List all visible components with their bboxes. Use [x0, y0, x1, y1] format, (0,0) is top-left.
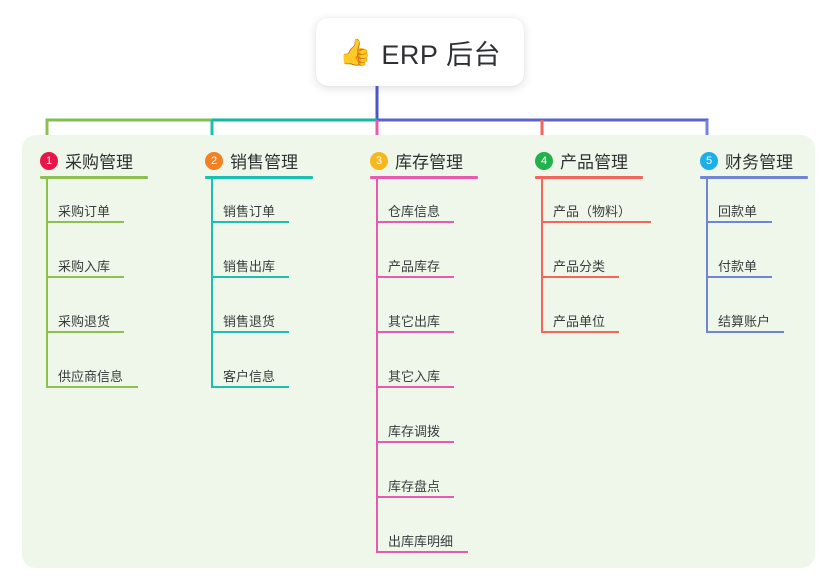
root-node-title: ERP 后台 — [381, 39, 501, 70]
column-title-2: 销售管理 — [230, 153, 298, 172]
item-label: 产品库存 — [388, 259, 441, 274]
column-spine-5 — [706, 179, 708, 331]
item-label: 仓库信息 — [388, 204, 441, 219]
thumbs-up-icon: 👍 — [339, 37, 372, 67]
column-badge-4: 4 — [535, 151, 553, 170]
item-label: 供应商信息 — [58, 369, 124, 384]
item-label: 其它出库 — [388, 314, 441, 329]
item-underline — [706, 276, 772, 278]
item-underline — [541, 276, 619, 278]
column-title-1: 采购管理 — [65, 153, 133, 172]
column-title-3: 库存管理 — [395, 153, 463, 172]
item-underline — [211, 386, 289, 388]
column-spine-1 — [46, 179, 48, 386]
item-label: 回款单 — [718, 204, 758, 219]
column-underline-4 — [535, 176, 643, 179]
item-underline — [211, 276, 289, 278]
item-label: 产品分类 — [553, 259, 606, 274]
column-badge-5: 5 — [700, 151, 718, 170]
item-label: 出库库明细 — [388, 534, 454, 549]
item-underline — [706, 221, 772, 223]
item-label: 产品（物料） — [553, 204, 632, 219]
item-underline — [376, 331, 454, 333]
column-title-4: 产品管理 — [560, 153, 628, 172]
column-header-4[interactable]: 4 产品管理 — [535, 148, 628, 173]
item-underline — [376, 496, 454, 498]
item-label: 销售退货 — [223, 314, 276, 329]
column-underline-5 — [700, 176, 808, 179]
item-label: 产品单位 — [553, 314, 606, 329]
item-underline — [376, 441, 454, 443]
column-badge-2: 2 — [205, 151, 223, 170]
item-label: 付款单 — [718, 259, 758, 274]
item-label: 客户信息 — [223, 369, 276, 384]
column-header-2[interactable]: 2 销售管理 — [205, 148, 298, 173]
item-underline — [376, 276, 454, 278]
item-underline — [46, 331, 124, 333]
item-underline — [376, 386, 454, 388]
item-label: 销售出库 — [223, 259, 276, 274]
item-underline — [706, 331, 784, 333]
item-label: 库存调拨 — [388, 424, 441, 439]
item-label: 结算账户 — [718, 314, 771, 329]
branches-panel — [22, 135, 815, 568]
column-spine-4 — [541, 179, 543, 331]
item-underline — [541, 331, 619, 333]
column-header-3[interactable]: 3 库存管理 — [370, 148, 463, 173]
column-badge-3: 3 — [370, 151, 388, 170]
item-underline — [46, 276, 124, 278]
column-spine-3 — [376, 179, 378, 551]
column-underline-1 — [40, 176, 148, 179]
column-spine-2 — [211, 179, 213, 386]
column-underline-2 — [205, 176, 313, 179]
item-underline — [211, 331, 289, 333]
item-underline — [541, 221, 651, 223]
item-label: 采购入库 — [58, 259, 111, 274]
root-node-erp-backend[interactable]: 👍 ERP 后台 — [316, 18, 524, 86]
item-label: 采购订单 — [58, 204, 111, 219]
column-underline-3 — [370, 176, 478, 179]
column-badge-1: 1 — [40, 151, 58, 170]
item-underline — [211, 221, 289, 223]
item-underline — [46, 221, 124, 223]
item-underline — [376, 551, 468, 553]
column-title-5: 财务管理 — [725, 153, 793, 172]
column-header-5[interactable]: 5 财务管理 — [700, 148, 793, 173]
item-label: 其它入库 — [388, 369, 441, 384]
item-underline — [376, 221, 454, 223]
item-label: 库存盘点 — [388, 479, 441, 494]
column-header-1[interactable]: 1 采购管理 — [40, 148, 133, 173]
item-underline — [46, 386, 138, 388]
item-label: 销售订单 — [223, 204, 276, 219]
item-label: 采购退货 — [58, 314, 111, 329]
